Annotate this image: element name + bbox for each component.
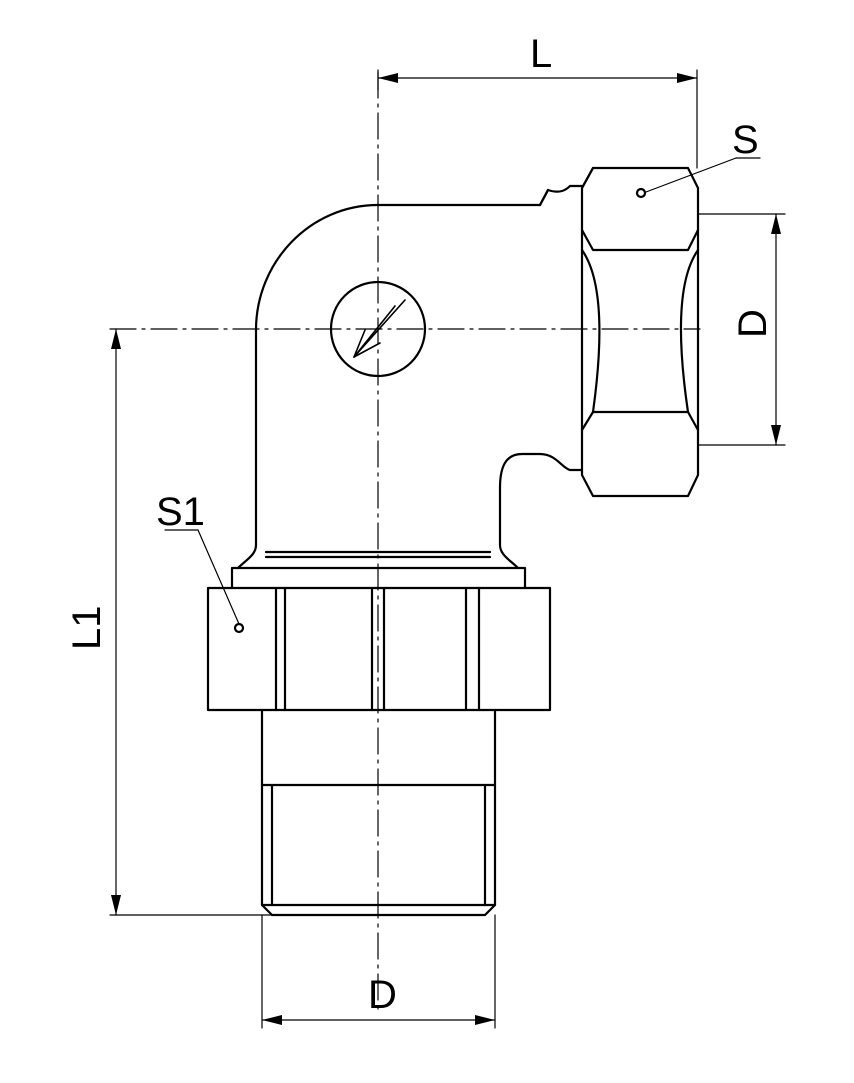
- center-lines: [109, 71, 701, 1011]
- label-length-left: L1: [65, 606, 109, 651]
- dimension-arrowheads: [111, 73, 781, 1025]
- dimension-lines: [109, 69, 777, 1029]
- label-diameter-bottom: D: [368, 973, 397, 1017]
- flow-direction-icon: [329, 280, 427, 378]
- hex-nut-right: [580, 166, 786, 498]
- label-length-top: L: [530, 32, 552, 76]
- label-hex-nut-top: S: [732, 118, 759, 162]
- elbow-body: [236, 184, 584, 570]
- hex-nut-bottom: [206, 566, 552, 712]
- label-diameter-right: D: [731, 309, 775, 338]
- threaded-stem: [260, 708, 497, 917]
- label-hex-nut-bottom: S1: [156, 490, 205, 534]
